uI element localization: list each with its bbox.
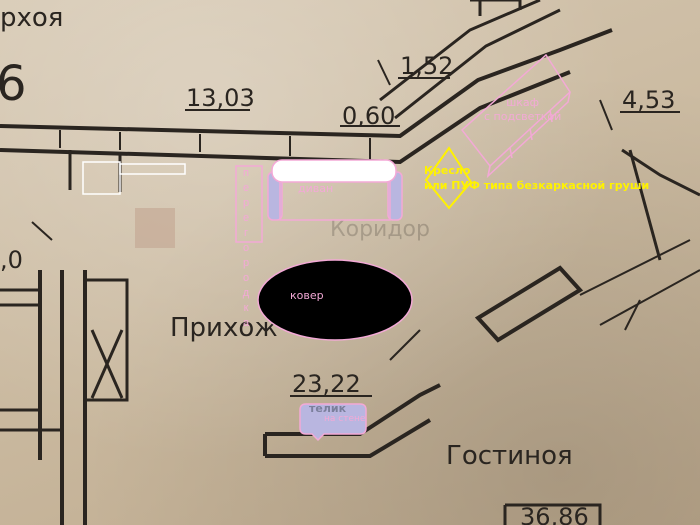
wall-stub-mid [0,288,40,307]
wall-left-vertical [38,270,87,525]
sofa [267,159,403,221]
partition-label-letter: о [242,272,250,284]
wall-right-upper [621,148,700,261]
wall-right-diagonal [474,265,584,343]
carpet-label: ковер [290,289,324,302]
armchair-label-line1: Кресло [424,164,471,177]
partition-label-letter: е [242,182,250,194]
dimension-453: 4,53 [622,86,675,114]
wardrobe [460,53,571,179]
partition-label-letter: г [243,227,248,239]
armchair-pouf [424,146,473,210]
wall-corridor-bottom [0,70,571,165]
wall-left-bottom [0,408,62,432]
tv-shape [299,403,367,442]
sofa-back [271,159,397,183]
sofa-label: диван [298,182,334,195]
carpet [257,259,413,341]
wall-corridor-top [0,28,613,139]
wardrobe-label: шкаф с подсветкой [484,96,561,124]
arrow-right-top [599,99,613,131]
wall-bottom-right [503,503,602,525]
dimension-3686: 36,86 [520,503,589,525]
tv-label: телик [309,402,347,415]
wall-top-diagonal [379,0,561,120]
partition-label-letter: д [242,287,250,299]
dimension-060: 0,60 [342,102,395,130]
partition-outline [235,165,263,243]
shaft-cross [90,329,124,399]
faint-room-label: Коридор [330,217,430,242]
wall-hatch [59,130,371,160]
window-top [470,0,522,16]
dimension-left-partial: ,0 [0,246,23,274]
blur-patch [135,208,175,248]
armchair-label-line2: или ПУФ типа безкаркасной груши [424,179,650,192]
wardrobe-label-line2: с подсветкой [484,110,562,123]
outline-rect-small [82,161,121,195]
partition-label-letter: е [242,212,250,224]
arrow-top [377,59,391,86]
arrow-left [31,221,53,241]
dimension-2322: 23,22 [292,370,361,398]
sofa-seat [279,179,391,221]
dimension-1303: 13,03 [186,84,255,112]
room-number-left: 6 [0,56,27,112]
dimension-152: 1,52 [400,52,453,80]
arrow-right [624,299,641,331]
room-label-prihozhaya: Прихож [170,313,278,343]
tv-sublabel: на стене [324,414,366,424]
outline-rect-wide [119,163,186,175]
arrow-bottom [389,329,421,361]
wall-right-line [579,239,700,326]
partition-label-letter: к [243,302,249,314]
wall-stub-left [68,150,122,192]
partition-label-letter: р [242,197,250,209]
partition-label-letter: а [242,317,250,329]
shaft-box [83,278,129,402]
partition-label-letter: п [243,167,249,179]
wardrobe-label-line1: шкаф [506,96,540,109]
room-label-top-left: рхоя [0,3,63,33]
room-label-gostinaya: Гостиноя [446,441,573,471]
partition-label-letter: о [242,242,250,254]
partition-label-letter: р [242,257,250,269]
armchair-label: Кресло или ПУФ типа безкаркасной груши [424,163,649,193]
